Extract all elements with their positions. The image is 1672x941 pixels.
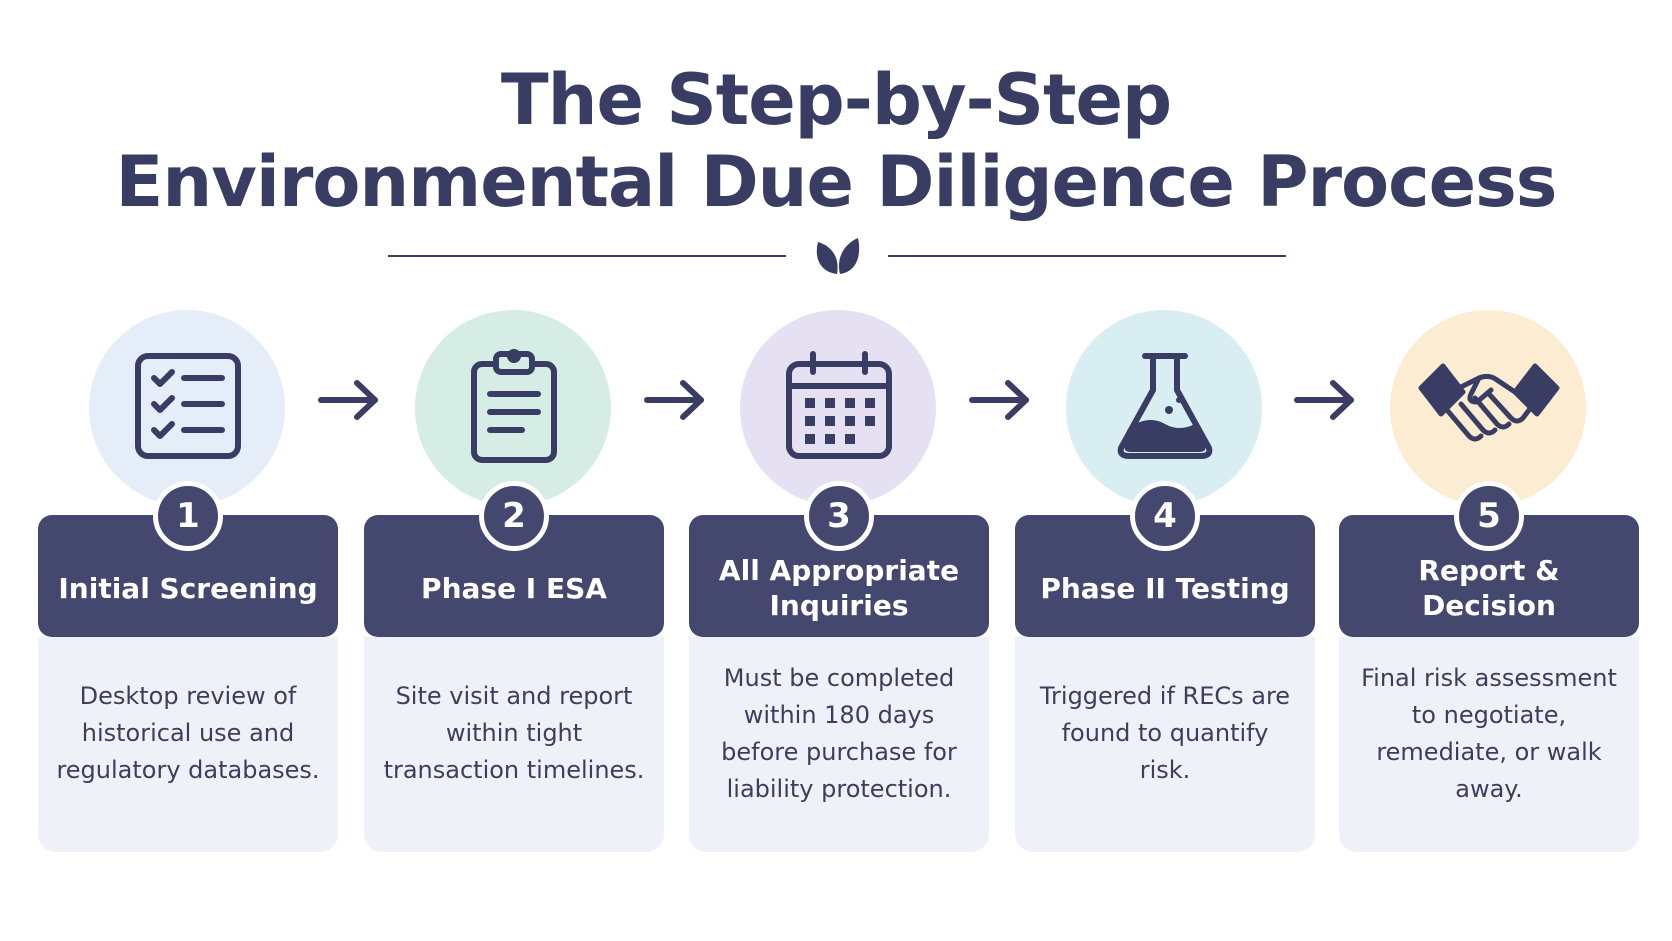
- step-2-number-badge: 2: [479, 481, 549, 551]
- flask-icon: [1117, 353, 1213, 459]
- title-divider-right: [888, 255, 1286, 257]
- arrow-right-icon: [644, 380, 704, 420]
- step-3-header: All Appropriate Inquiries: [689, 515, 989, 637]
- step-4-title: Phase II Testing: [1040, 571, 1290, 605]
- step-1-description: Desktop review of historical use and reg…: [56, 682, 320, 784]
- step-2-description: Site visit and report within tight trans…: [383, 682, 645, 784]
- arrow-right-icon: [1294, 380, 1354, 420]
- step-2-circle: [415, 310, 611, 506]
- step-3-card: Must be completed within 180 days before…: [689, 637, 989, 852]
- step-2: Phase I ESA Site visit and report within…: [364, 0, 664, 941]
- step-5-circle: [1390, 310, 1586, 506]
- clipboard-icon: [471, 349, 557, 463]
- title-line-2: Environmental Due Diligence Process: [115, 141, 1558, 223]
- step-5-number-badge: 5: [1454, 481, 1524, 551]
- step-5-description: Final risk assessment to negotiate, reme…: [1361, 663, 1617, 803]
- step-4: Phase II Testing Triggered if RECs are f…: [1015, 0, 1315, 941]
- step-1-circle: [89, 310, 285, 506]
- calendar-icon: [786, 351, 892, 459]
- arrow-right-icon: [969, 380, 1029, 420]
- step-2-card: Site visit and report within tight trans…: [364, 637, 664, 852]
- step-1-number-badge: 1: [153, 481, 223, 551]
- step-1-card: Desktop review of historical use and reg…: [38, 637, 338, 852]
- step-3-number-badge: 3: [804, 481, 874, 551]
- step-3-title: All Appropriate Inquiries: [718, 554, 960, 622]
- step-4-description: Triggered if RECs are found to quantify …: [1039, 682, 1291, 784]
- step-3: All Appropriate Inquiries Must be comple…: [689, 0, 989, 941]
- title-divider-left: [388, 255, 786, 257]
- step-3-description: Must be completed within 180 days before…: [721, 663, 957, 803]
- checklist-icon: [135, 353, 241, 459]
- step-1: Initial Screening Desktop review of hist…: [38, 0, 338, 941]
- step-5-card: Final risk assessment to negotiate, reme…: [1339, 637, 1639, 852]
- step-3-circle: [740, 310, 936, 506]
- step-4-number-badge: 4: [1130, 481, 1200, 551]
- leaf-icon: [816, 238, 860, 274]
- title-line-1: The Step-by-Step: [500, 59, 1172, 141]
- handshake-icon: [1418, 363, 1560, 442]
- arrow-right-icon: [318, 380, 378, 420]
- step-4-card: Triggered if RECs are found to quantify …: [1015, 637, 1315, 852]
- step-4-circle: [1066, 310, 1262, 506]
- step-5-title: Report & Decision: [1418, 554, 1560, 622]
- step-5: Report & Decision Final risk assessment …: [1339, 0, 1639, 941]
- step-2-title: Phase I ESA: [421, 571, 607, 605]
- step-1-title: Initial Screening: [58, 571, 318, 605]
